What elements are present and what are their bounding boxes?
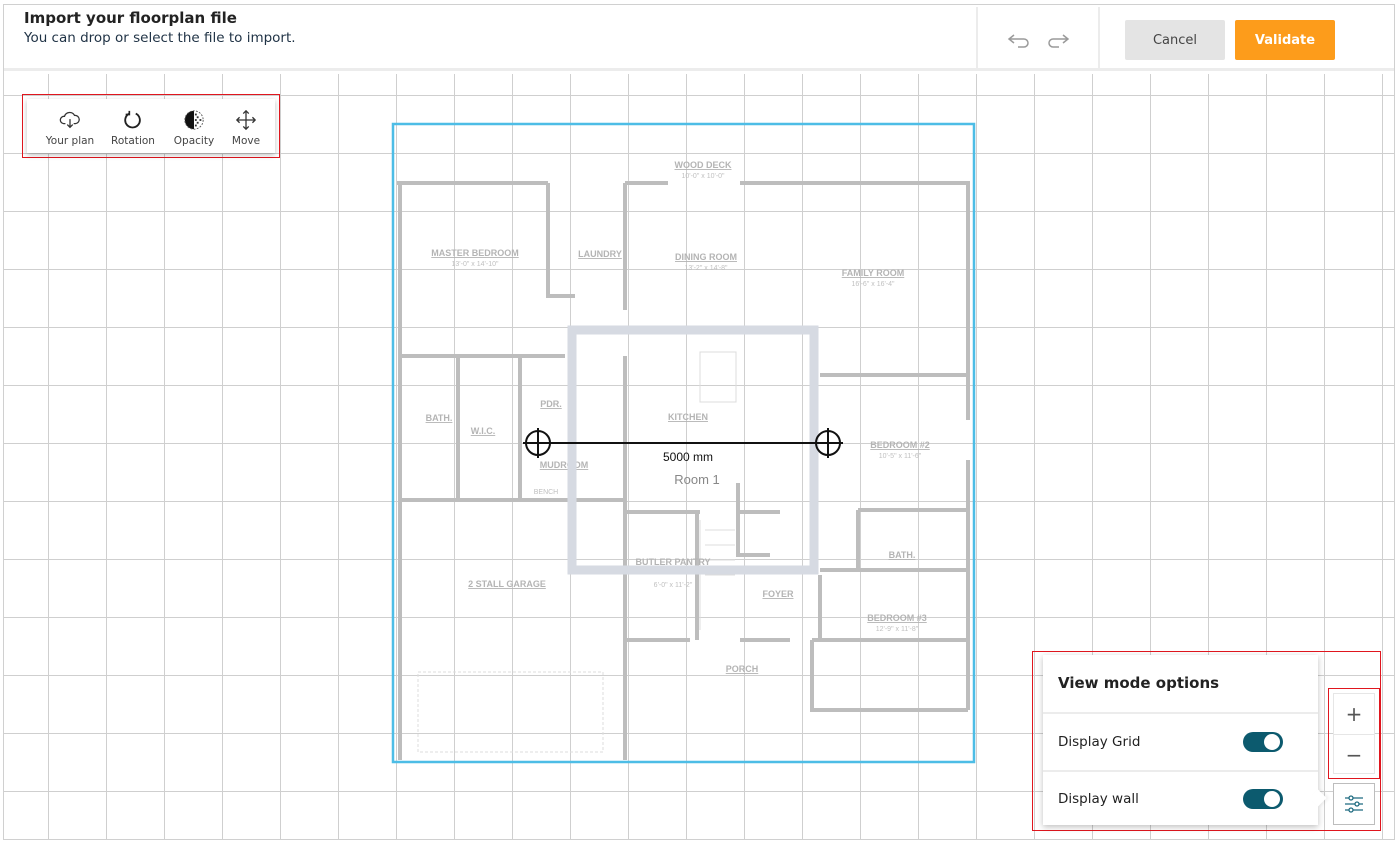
room-label: WOOD DECK bbox=[675, 160, 732, 170]
svg-text:13'-2" x 14'-8": 13'-2" x 14'-8" bbox=[684, 265, 728, 272]
tool-label: Move bbox=[231, 135, 261, 147]
room-label: FAMILY ROOM bbox=[842, 268, 905, 278]
rotate-icon bbox=[124, 110, 141, 129]
svg-text:BENCH: BENCH bbox=[534, 489, 559, 496]
room-label: MASTER BEDROOM bbox=[431, 248, 519, 258]
sliders-icon bbox=[1345, 795, 1363, 813]
window-frame bbox=[3, 4, 1395, 840]
divider bbox=[976, 7, 978, 69]
zoom-controls: + − bbox=[1333, 693, 1375, 774]
zoom-out-button[interactable]: − bbox=[1334, 734, 1374, 774]
your-plan-button[interactable]: Your plan bbox=[39, 99, 101, 153]
zoom-controls-highlight bbox=[1328, 688, 1380, 779]
opacity-button[interactable]: Opacity bbox=[165, 99, 223, 153]
page-title: Import your floorplan file bbox=[24, 9, 237, 27]
room-label: W.I.C. bbox=[471, 426, 496, 436]
plan-walls bbox=[397, 181, 970, 760]
move-icon bbox=[235, 109, 257, 131]
room-label: KITCHEN bbox=[668, 412, 708, 422]
validate-button[interactable]: Validate bbox=[1235, 20, 1335, 60]
room-label: BEDROOM #2 bbox=[870, 440, 930, 450]
cloud-upload-icon bbox=[59, 111, 80, 129]
header: Import your floorplan file You can drop … bbox=[4, 5, 1394, 71]
room-label: DINING ROOM bbox=[675, 252, 737, 262]
tool-label: Rotation bbox=[111, 135, 155, 147]
room-label: FOYER bbox=[762, 589, 794, 599]
room-label: BEDROOM #3 bbox=[867, 613, 927, 623]
divider bbox=[1098, 7, 1100, 69]
room-labels: WOOD DECK 10'-0" x 10'-0" MASTER BEDROOM… bbox=[426, 160, 930, 674]
crosshair-handle-icon bbox=[813, 428, 843, 458]
view-options-highlight bbox=[1032, 651, 1381, 831]
svg-text:13'-0" x 14'-10": 13'-0" x 14'-10" bbox=[452, 261, 499, 268]
room-label: BUTLER PANTRY bbox=[636, 557, 711, 567]
tool-label: Opacity bbox=[173, 135, 215, 147]
cancel-button[interactable]: Cancel bbox=[1125, 20, 1225, 60]
crosshair-handle-icon bbox=[523, 428, 553, 458]
display-wall-toggle[interactable] bbox=[1243, 789, 1283, 809]
redo-icon[interactable] bbox=[1045, 27, 1071, 53]
display-wall-label: Display wall bbox=[1058, 791, 1139, 807]
svg-text:12'-9" x 11'-8": 12'-9" x 11'-8" bbox=[876, 626, 919, 633]
panel-title: View mode options bbox=[1043, 655, 1318, 714]
view-options-button[interactable] bbox=[1333, 783, 1375, 825]
tool-label: Your plan bbox=[45, 135, 95, 147]
svg-text:10'-0" x 10'-0": 10'-0" x 10'-0" bbox=[681, 173, 725, 180]
rotation-button[interactable]: Rotation bbox=[101, 99, 165, 153]
room-1-walls bbox=[567, 325, 819, 575]
svg-text:10'-5" x 11'-6": 10'-5" x 11'-6" bbox=[879, 453, 922, 460]
svg-text:16'-6" x 16'-4": 16'-6" x 16'-4" bbox=[851, 281, 895, 288]
measurement-value: 5000 mm bbox=[663, 450, 713, 464]
display-wall-row: Display wall bbox=[1043, 770, 1318, 826]
room-label: 2 STALL GARAGE bbox=[468, 579, 546, 589]
svg-text:6'-0" x 11'-2": 6'-0" x 11'-2" bbox=[654, 582, 693, 589]
display-grid-row: Display Grid bbox=[1043, 714, 1318, 770]
zoom-in-button[interactable]: + bbox=[1345, 702, 1363, 726]
view-mode-options-panel: View mode options Display Grid Display w… bbox=[1043, 655, 1318, 825]
display-grid-label: Display Grid bbox=[1058, 734, 1141, 750]
opacity-icon bbox=[184, 110, 204, 130]
plan-selection-frame bbox=[391, 122, 976, 764]
room-label: PDR. bbox=[540, 399, 562, 409]
display-grid-toggle[interactable] bbox=[1243, 732, 1283, 752]
room-label: BATH. bbox=[889, 550, 916, 560]
room-label: MUDROOM bbox=[540, 460, 589, 470]
room-label: BATH. bbox=[426, 413, 453, 423]
room-label: LAUNDRY bbox=[578, 249, 622, 259]
undo-icon[interactable] bbox=[1006, 27, 1032, 53]
page-subtitle: You can drop or select the file to impor… bbox=[24, 30, 296, 46]
plan-toolbar: Your plan Rotation Opacity Move bbox=[22, 94, 280, 158]
room-label: PORCH bbox=[726, 664, 759, 674]
move-button[interactable]: Move bbox=[223, 99, 269, 153]
room-name: Room 1 bbox=[674, 472, 720, 487]
